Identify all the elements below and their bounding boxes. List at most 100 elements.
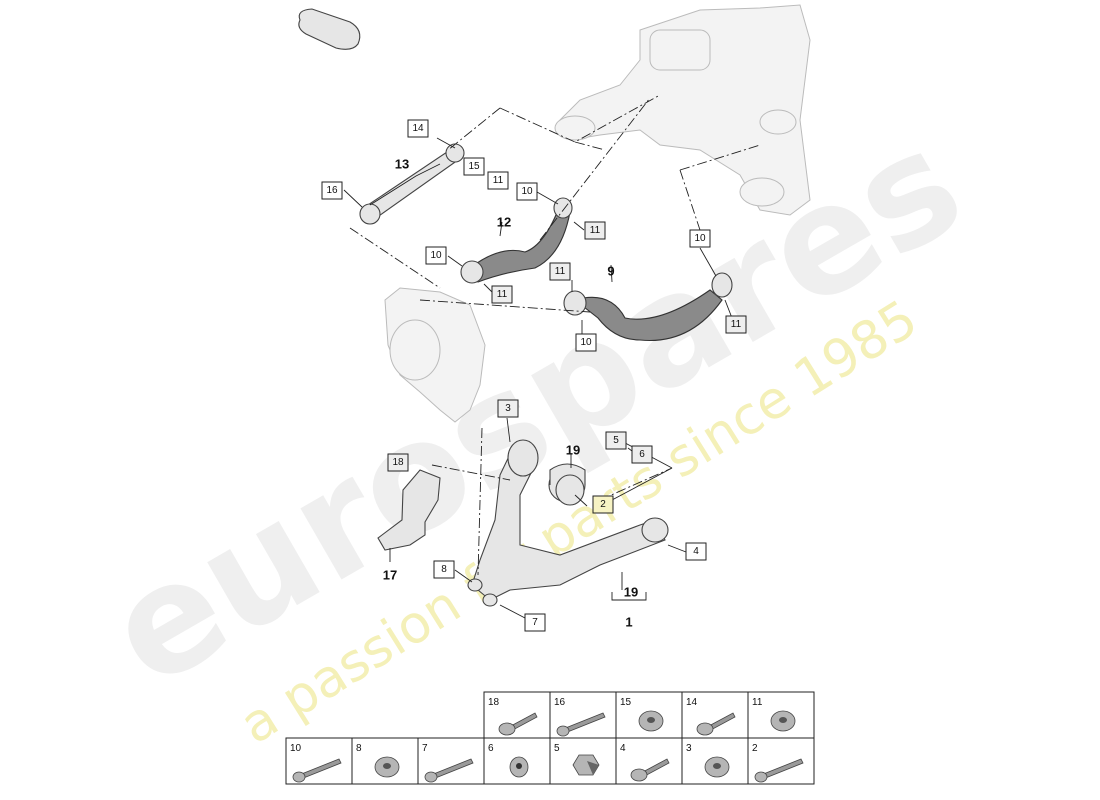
callout-label: 11 [590, 225, 601, 236]
bolt-flange-icon [630, 758, 670, 782]
hardware-cell: 14 [681, 691, 749, 739]
hardware-cell: 11 [747, 691, 815, 739]
callout-label: 18 [392, 457, 404, 468]
hardware-cell-number: 14 [686, 697, 698, 708]
lower-control-arm [467, 439, 669, 607]
callout-label: 11 [731, 319, 742, 330]
hardware-cell-number: 10 [290, 743, 302, 754]
hardware-cell-rect [483, 691, 551, 739]
bolt-long-icon [556, 712, 606, 737]
callout-4: 4 [685, 542, 707, 561]
callout-label: 11 [555, 266, 566, 277]
callout-11: 11 [487, 171, 509, 190]
callout-label: 2 [600, 499, 606, 510]
hardware-cell-number: 4 [620, 743, 626, 754]
hardware-cell-number: 15 [620, 697, 632, 708]
hardware-cell-number: 5 [554, 743, 560, 754]
callout-label: 10 [521, 186, 533, 197]
callout-box-rect [725, 315, 747, 334]
callout-box-rect [497, 399, 519, 418]
callout-box-rect [487, 171, 509, 190]
label-17: 17 [383, 568, 397, 583]
control-link-12 [460, 197, 573, 284]
hardware-cell-rect [681, 691, 749, 739]
callout-label: 3 [505, 403, 511, 414]
hardware-cell: 6 [483, 737, 551, 785]
bolt-flange-icon [696, 712, 736, 736]
callout-box-rect [407, 119, 429, 138]
nut-flange-icon [704, 756, 730, 778]
nut-flange-icon [374, 756, 400, 778]
callout-box-rect [516, 182, 538, 201]
label-19: 19 [566, 443, 580, 458]
callout-15: 15 [463, 157, 485, 176]
label-13: 13 [395, 157, 409, 172]
callout-16: 16 [321, 181, 343, 200]
callout-2: 2 [592, 495, 614, 514]
callout-box-rect [425, 246, 447, 265]
hardware-cell: 4 [615, 737, 683, 785]
callout-box-rect [387, 453, 409, 472]
bolt-long-icon [424, 758, 474, 783]
callout-box-rect [491, 285, 513, 304]
callout-label: 15 [468, 161, 480, 172]
label-9: 9 [607, 264, 614, 279]
rear-subframe [554, 4, 811, 216]
callout-10: 10 [575, 333, 597, 352]
hardware-cell: 16 [549, 691, 617, 739]
bolt-long-icon [292, 758, 342, 783]
hardware-cell: 18 [483, 691, 551, 739]
nut-flange-icon [770, 710, 796, 732]
bushing-19 [548, 463, 586, 506]
callout-box-rect [549, 262, 571, 281]
callout-14: 14 [407, 119, 429, 138]
callout-5: 5 [605, 431, 627, 450]
callout-box-rect [575, 333, 597, 352]
control-link-9 [563, 272, 733, 342]
callout-label: 10 [694, 233, 706, 244]
callout-box-rect [584, 221, 606, 240]
bolt-flange-icon [498, 712, 538, 736]
callout-box-rect [592, 495, 614, 514]
hardware-cell-number: 6 [488, 743, 494, 754]
washer-icon [509, 756, 529, 778]
callout-11: 11 [725, 315, 747, 334]
callout-3: 3 [497, 399, 519, 418]
label-1: 1 [625, 615, 632, 630]
callout-box-rect [631, 445, 653, 464]
wheel-carrier [384, 287, 486, 423]
callout-8: 8 [433, 560, 455, 579]
bolt-long-icon [754, 758, 804, 783]
hardware-cell: 3 [681, 737, 749, 785]
nut-flange-icon [638, 710, 664, 732]
hardware-cell: 15 [615, 691, 683, 739]
callout-label: 5 [613, 435, 619, 446]
callout-box-rect [689, 229, 711, 248]
callout-label: 11 [497, 289, 508, 300]
hardware-cell-rect [615, 737, 683, 785]
callout-11: 11 [549, 262, 571, 281]
callout-label: 11 [493, 175, 504, 186]
hardware-cell-number: 11 [752, 697, 763, 708]
heat-shield-17 [377, 469, 441, 551]
callout-box-rect [433, 560, 455, 579]
label-19: 19 [624, 585, 638, 600]
leader-lines [343, 94, 761, 619]
hardware-cell-number: 18 [488, 697, 500, 708]
hardware-cell: 7 [417, 737, 485, 785]
callout-label: 7 [532, 617, 538, 628]
callout-18: 18 [387, 453, 409, 472]
hardware-cell: 2 [747, 737, 815, 785]
hardware-cell-number: 7 [422, 743, 428, 754]
callout-11: 11 [584, 221, 606, 240]
hardware-cell-number: 2 [752, 743, 758, 754]
hardware-cell: 5 [549, 737, 617, 785]
callout-box-rect [463, 157, 485, 176]
hardware-cell: 10 [285, 737, 353, 785]
callout-label: 14 [412, 123, 424, 134]
callout-label: 10 [580, 337, 592, 348]
hardware-cell-number: 3 [686, 743, 692, 754]
